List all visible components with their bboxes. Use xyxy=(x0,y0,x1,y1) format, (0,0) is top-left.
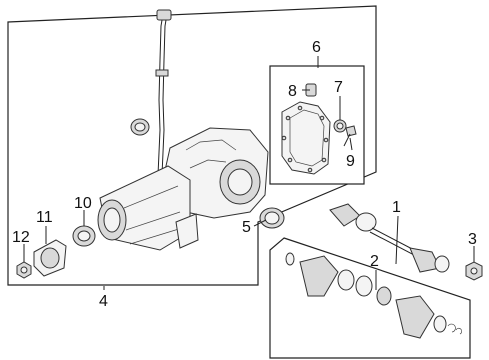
differential-housing xyxy=(97,127,269,251)
bolt-9 xyxy=(343,125,357,147)
callout-4: 4 xyxy=(99,293,108,310)
callout-1: 1 xyxy=(392,199,401,216)
callout-5: 5 xyxy=(242,219,251,236)
callout-12: 12 xyxy=(12,229,30,246)
callout-10: 10 xyxy=(74,195,92,212)
seal-small xyxy=(130,118,150,136)
callout-3: 3 xyxy=(468,231,477,248)
callout-9: 9 xyxy=(346,153,355,170)
flange-11 xyxy=(33,239,67,277)
differential-cover xyxy=(281,101,331,175)
nut-12 xyxy=(16,261,32,279)
seal-10 xyxy=(72,225,96,247)
callout-2: 2 xyxy=(370,253,379,270)
output-seal xyxy=(259,207,285,229)
callout-8: 8 xyxy=(288,83,297,100)
nut-3 xyxy=(465,261,483,281)
vent-tube xyxy=(155,9,172,176)
boot-kit xyxy=(285,252,463,339)
callout-7: 7 xyxy=(334,79,343,96)
leader-lines xyxy=(23,56,475,290)
half-shaft xyxy=(329,203,450,273)
callout-6: 6 xyxy=(312,39,321,56)
callout-11: 11 xyxy=(36,209,53,226)
plug-7 xyxy=(333,119,347,133)
